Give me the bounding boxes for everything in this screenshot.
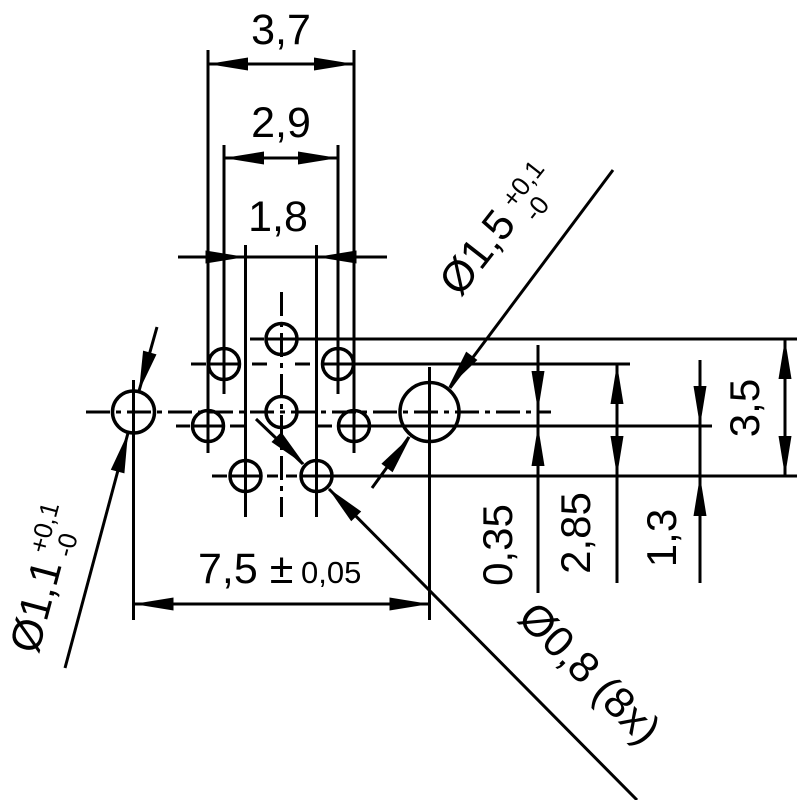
dimension-3-5: 3,5 bbox=[721, 339, 792, 476]
dim-label-3-5: 3,5 bbox=[721, 379, 768, 437]
leader-hole-right: Ø1,5 +0,1 -0 bbox=[370, 154, 615, 489]
label-hole-left-dia: Ø1,1 bbox=[1, 555, 71, 657]
hole-small-bottom-right bbox=[299, 458, 334, 494]
hole-small-mid-left bbox=[190, 408, 226, 444]
hole-large-right bbox=[398, 380, 461, 444]
dimension-3-7: 3,7 bbox=[208, 6, 354, 71]
hole-small-top bbox=[264, 321, 299, 357]
hole-small-upper-right bbox=[320, 346, 356, 382]
dim-label-7-5: 7,5 ± bbox=[198, 545, 293, 593]
hole-small-upper-left bbox=[206, 346, 242, 382]
dim-label-1-3: 1,3 bbox=[638, 509, 685, 567]
hole-small-center bbox=[264, 394, 299, 430]
dimension-7-5: 7,5 ± 0,05 bbox=[133, 545, 430, 611]
dimension-1-3: 1,3 bbox=[638, 360, 707, 583]
dimension-0-35: 0,35 bbox=[474, 345, 545, 593]
hole-small-mid-right bbox=[336, 408, 372, 444]
hole-large-left bbox=[110, 389, 157, 435]
label-hole-right-dia: Ø1,5 bbox=[430, 201, 525, 304]
hole-pattern bbox=[110, 321, 461, 494]
extension-lines-horizontal bbox=[86, 337, 797, 478]
dim-label-2-85: 2,85 bbox=[552, 492, 599, 574]
extension-lines-vertical bbox=[132, 50, 431, 620]
dim-label-3-7: 3,7 bbox=[251, 6, 311, 54]
dim-label-2-9: 2,9 bbox=[251, 99, 311, 147]
label-holes-small-dia: Ø0,8 (8x) bbox=[509, 593, 670, 754]
label-hole-left-tol-minus: -0 bbox=[49, 530, 84, 560]
dimension-1-8: 1,8 bbox=[178, 193, 387, 264]
dim-label-1-8: 1,8 bbox=[248, 193, 308, 241]
dimension-2-9: 2,9 bbox=[224, 99, 338, 165]
dimension-2-85: 2,85 bbox=[552, 364, 624, 583]
dim-label-7-5-tolerance: 0,05 bbox=[301, 555, 361, 590]
hole-small-bottom-left bbox=[228, 458, 263, 494]
dim-label-0-35: 0,35 bbox=[474, 504, 521, 586]
